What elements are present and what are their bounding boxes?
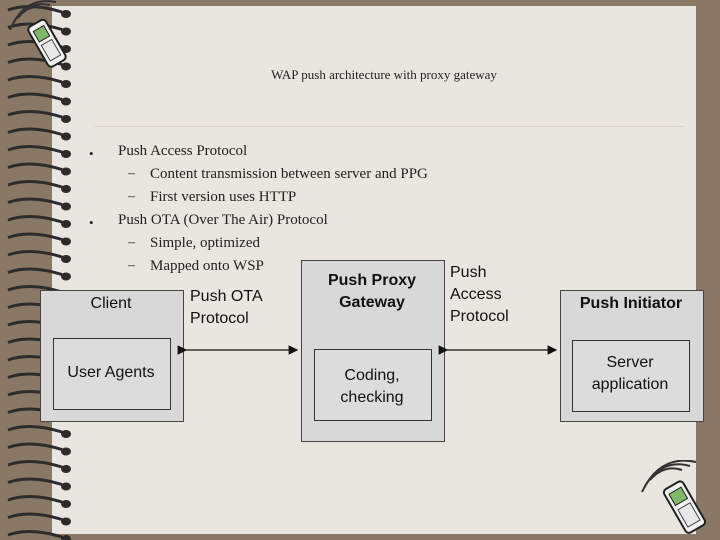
binding-hole	[61, 482, 71, 491]
binding-hole	[61, 132, 71, 141]
binding-ring	[7, 110, 63, 119]
binding-ring	[7, 197, 63, 206]
binding-hole	[61, 430, 71, 438]
sub-bullet-item: Content transmission between server and …	[150, 166, 428, 182]
binding-hole	[61, 517, 71, 526]
bullet-marker: •	[89, 215, 94, 230]
binding-hole	[61, 202, 71, 211]
binding-ring	[7, 477, 63, 486]
binding-hole	[61, 237, 71, 246]
bullet-item: Push OTA (Over The Air) Protocol	[118, 212, 328, 228]
binding-hole	[61, 80, 71, 88]
coding-checking-label: Coding, checking	[340, 367, 404, 406]
sub-bullet-item: First version uses HTTP	[150, 189, 297, 205]
pap-label: Push Access Protocol	[450, 264, 509, 325]
binding-ring	[7, 460, 63, 469]
binding-ring	[7, 127, 63, 136]
binding-ring	[7, 75, 63, 84]
binding-hole	[61, 10, 71, 18]
sub-bullet-marker: –	[128, 258, 135, 273]
binding-hole	[61, 535, 71, 540]
sub-bullet-marker: –	[128, 189, 135, 204]
server-application-box	[572, 340, 690, 412]
sub-bullet-marker: –	[128, 166, 135, 181]
sub-bullet-item: Mapped onto WSP	[150, 258, 264, 274]
binding-ring	[7, 530, 63, 539]
binding-hole	[61, 150, 71, 158]
binding-hole	[61, 167, 71, 176]
binding-ring	[7, 92, 63, 101]
bullet-item: Push Access Protocol	[118, 143, 248, 159]
binding-ring	[7, 180, 63, 189]
binding-ring	[7, 215, 63, 224]
title-divider	[95, 126, 685, 127]
user-agents-box	[53, 338, 171, 410]
binding-ring	[7, 495, 63, 504]
slide-title: WAP push architecture with proxy gateway	[271, 67, 497, 82]
binding-hole	[61, 220, 71, 228]
binding-ring	[7, 267, 63, 276]
initiator-heading: Push Initiator	[579, 295, 683, 312]
sub-bullet-item: Simple, optimized	[150, 235, 260, 251]
client-heading: Client	[90, 295, 132, 312]
binding-hole	[61, 255, 71, 263]
binding-hole	[61, 27, 71, 36]
ppg-heading: Push Proxy Gateway	[327, 272, 417, 311]
mobile-phone-icon	[641, 460, 707, 534]
binding-hole	[61, 115, 71, 123]
binding-ring	[7, 250, 63, 259]
mobile-phone-icon	[9, 0, 67, 68]
binding-ring	[7, 442, 63, 451]
binding-ring	[7, 162, 63, 171]
sub-bullet-marker: –	[128, 235, 135, 250]
binding-hole	[61, 272, 71, 281]
coding-checking-box	[314, 349, 432, 421]
server-application-label: Server application	[591, 354, 669, 393]
binding-ring	[7, 512, 63, 521]
binding-hole	[61, 465, 71, 473]
binding-ring	[7, 425, 63, 434]
binding-hole	[61, 447, 71, 456]
binding-hole	[61, 500, 71, 508]
binding-hole	[61, 97, 71, 106]
ota-label: Push OTA Protocol	[190, 288, 263, 327]
binding-ring	[7, 145, 63, 154]
bullet-marker: •	[89, 146, 94, 161]
binding-ring	[7, 232, 63, 241]
user-agents-label: User Agents	[67, 364, 155, 381]
binding-hole	[61, 185, 71, 193]
binding-hole	[61, 62, 71, 71]
